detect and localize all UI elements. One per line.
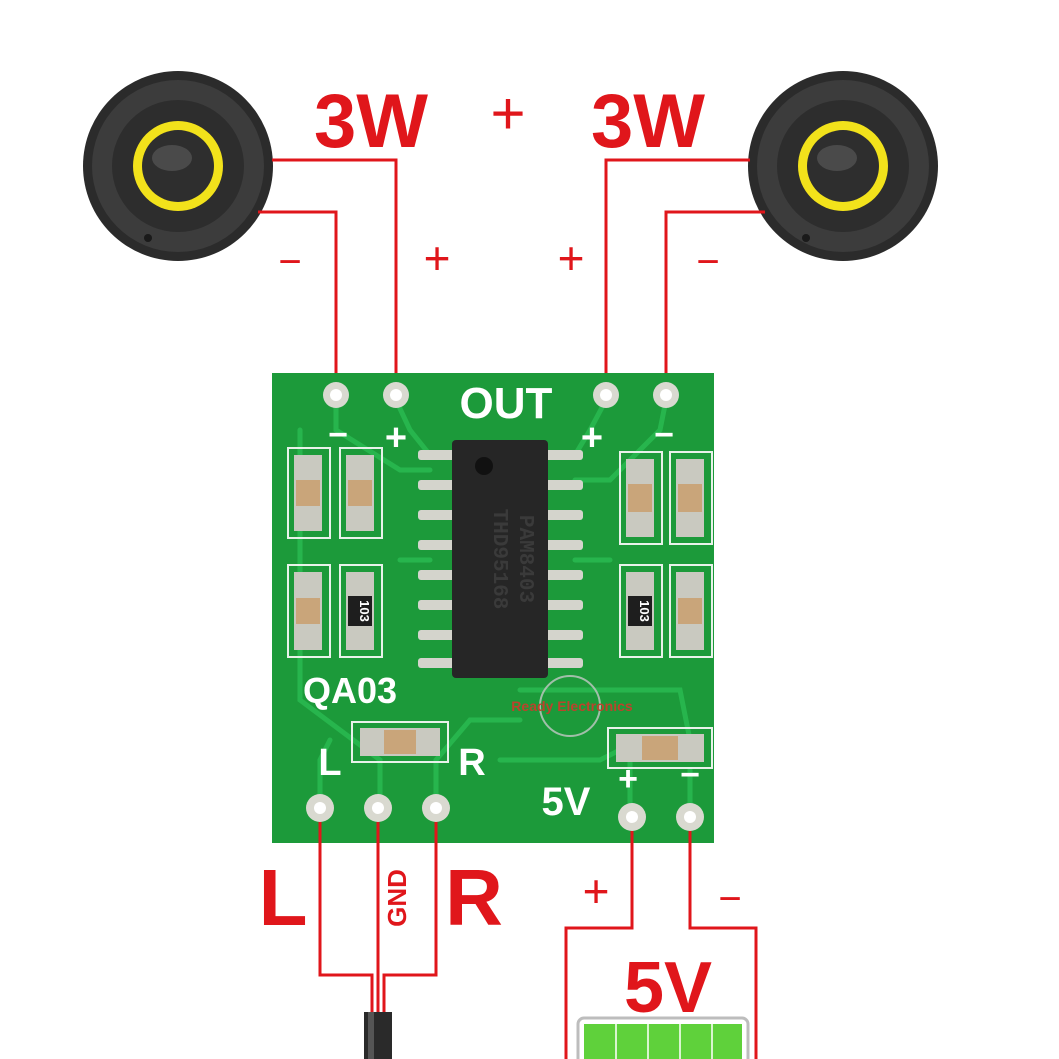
board-pin-minus-right: − — [654, 416, 674, 454]
amplifier-chip: PAM8403 THD95168 — [418, 440, 583, 678]
input-pads — [306, 794, 704, 831]
sign-supply-plus: + — [583, 865, 610, 917]
smd-components — [287, 447, 713, 769]
input-label-right: R — [445, 853, 503, 942]
resistor-marking-right: 103 — [637, 600, 652, 622]
input-label-left: L — [259, 853, 308, 942]
wire-spk-left-minus — [258, 210, 338, 392]
battery-icon — [576, 1016, 750, 1059]
board-pin-plus-left: + — [385, 417, 407, 459]
board-out-label: OUT — [460, 379, 553, 428]
sign-spk-right-minus: − — [696, 240, 719, 284]
speaker-wires — [258, 158, 765, 392]
sign-supply-minus: − — [718, 877, 741, 921]
wire-spk-right-plus — [604, 158, 750, 392]
board-pin-plus-supply: + — [618, 760, 638, 798]
power-label-left: 3W — [314, 79, 428, 164]
input-label-gnd: GND — [382, 869, 412, 927]
resistor-marking-left: 103 — [357, 600, 372, 622]
watermark-text: Ready Electronics — [511, 698, 633, 714]
audio-plug-icon — [364, 1012, 392, 1059]
sign-spk-right-plus: + — [558, 232, 585, 284]
wire-input-left — [318, 822, 374, 1018]
wire-supply-minus — [688, 831, 758, 1059]
supply-wires — [564, 831, 758, 1059]
board-model-label: QA03 — [303, 670, 397, 711]
supply-voltage-label: 5V — [624, 948, 712, 1028]
sign-spk-left-plus: + — [424, 232, 451, 284]
board-left-label: L — [318, 742, 341, 784]
wire-spk-right-minus — [664, 210, 765, 392]
power-label-right: 3W — [591, 79, 705, 164]
output-pads — [323, 382, 679, 408]
chip-line2: THD95168 — [487, 509, 510, 610]
wire-supply-plus — [564, 831, 634, 1059]
board-pin-plus-right: + — [581, 417, 603, 459]
speaker-left-icon — [83, 71, 273, 261]
board-right-label: R — [458, 742, 485, 784]
input-wires — [318, 822, 438, 1018]
speaker-right-icon — [748, 71, 938, 261]
pcb-board: 103 103 — [272, 373, 714, 843]
watermark-logo: Ready Electronics — [511, 675, 633, 737]
sign-top-center-plus: + — [490, 80, 525, 147]
board-voltage-label: 5V — [542, 780, 591, 824]
wire-input-right — [382, 822, 438, 1018]
sign-spk-left-minus: − — [278, 240, 301, 284]
board-pin-minus-left: − — [328, 416, 348, 454]
chip-line1: PAM8403 — [513, 515, 536, 603]
wire-spk-left-plus — [272, 158, 398, 392]
board-pin-minus-supply: − — [680, 756, 700, 794]
